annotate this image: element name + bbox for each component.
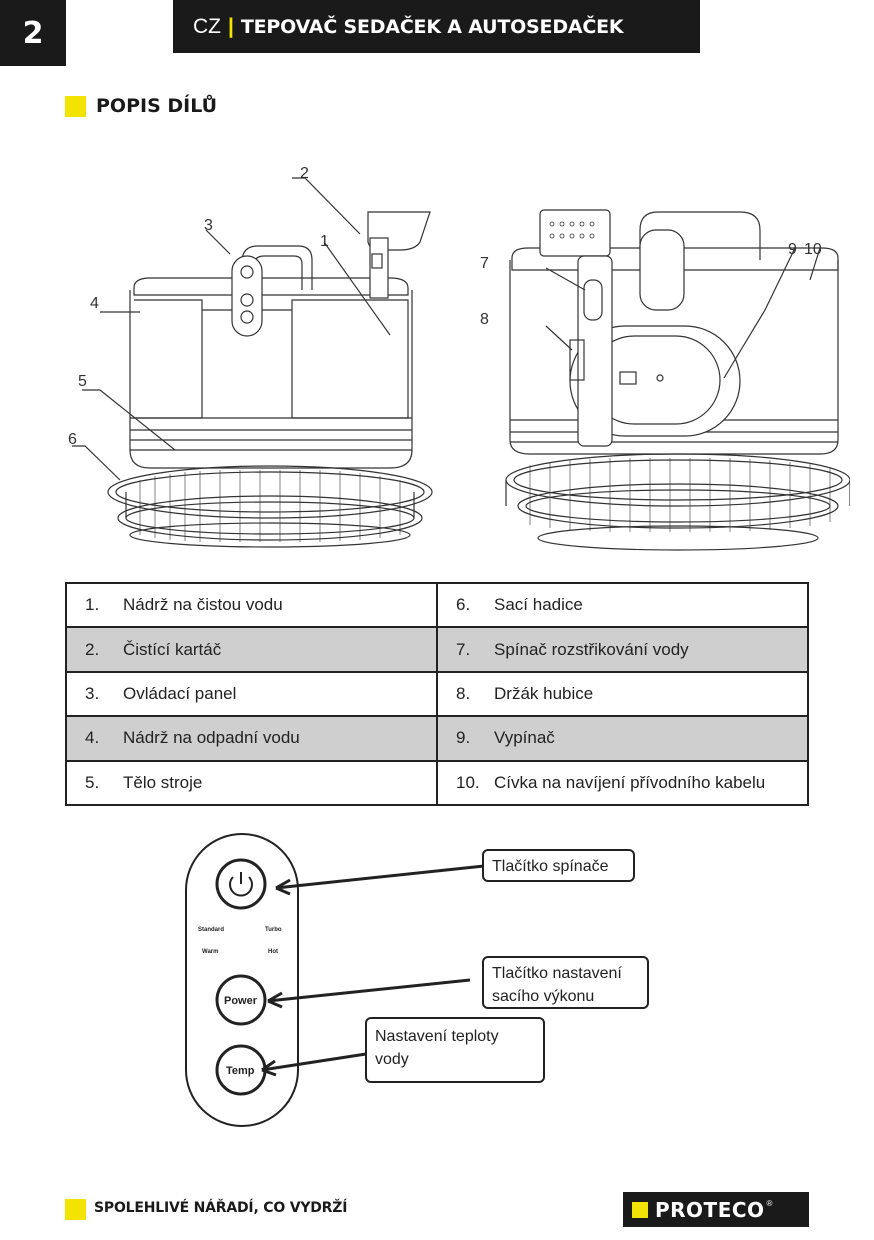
mode-label-warm: Warm — [202, 949, 218, 955]
callout-text: Nastavení teploty — [375, 1028, 499, 1045]
callout-text: sacího výkonu — [492, 988, 595, 1005]
table-cell: 7. Spínač rozstřikování vody — [436, 626, 809, 673]
callout-8: 8 — [480, 311, 489, 328]
table-row: 5. Tělo stroje 10. Cívka na navíjení přívo… — [65, 759, 809, 806]
part-number: 10. — [456, 772, 480, 792]
callout-5: 5 — [78, 373, 87, 390]
suction-power-button — [215, 974, 267, 1026]
machine-illustration: 2 1 3 4 5 6 7 8 9 10 — [60, 150, 850, 570]
parts-table: 1. Nádrž na čistou vodu 6. Sací hadice 2. Č… — [65, 581, 809, 806]
part-label: Držák hubice — [494, 683, 594, 703]
part-number: 7. — [456, 639, 471, 659]
part-label: Vypínač — [494, 728, 555, 748]
table-row: 1. Nádrž na čistou vodu 6. Sací hadice — [65, 581, 809, 629]
callout-6: 6 — [68, 431, 77, 448]
table-row: 4. Nádrž na odpadní vodu 9. Vypínač — [65, 715, 809, 762]
part-number: 9. — [456, 728, 471, 748]
callout-4: 4 — [90, 295, 99, 312]
table-cell: 9. Vypínač — [436, 715, 809, 762]
table-cell: 6. Sací hadice — [436, 581, 809, 629]
callout-3: 3 — [204, 217, 213, 234]
back-view — [505, 209, 850, 551]
table-row: 2. Čistící kartáč 7. Spínač rozstřikování … — [65, 626, 809, 673]
part-label: Spínač rozstřikování vody — [494, 639, 689, 659]
document-title: TEPOVAČ SEDAČEK A AUTOSEDAČEK — [240, 15, 624, 38]
table-cell: 4. Nádrž na odpadní vodu — [65, 715, 438, 762]
callout-text: vody — [375, 1051, 409, 1068]
part-label: Tělo stroje — [123, 772, 203, 792]
table-cell: 8. Držák hubice — [436, 670, 809, 718]
table-cell: 2. Čistící kartáč — [65, 626, 438, 673]
language-code: CZ — [193, 14, 221, 38]
header-separator: | — [228, 14, 234, 38]
control-panel-drawing: Standard Turbo Warm Hot Power Temp — [185, 833, 485, 1127]
part-label: Cívka na navíjení přívodního kabelu — [494, 772, 766, 792]
panel-outline — [185, 833, 299, 1127]
part-label: Nádrž na odpadní vodu — [123, 728, 300, 748]
table-cell: 5. Tělo stroje — [65, 759, 438, 806]
front-view — [72, 177, 433, 548]
table-row: 3. Ovládací panel 8. Držák hubice — [65, 670, 809, 718]
logo-text: PROTECO — [655, 1197, 765, 1222]
part-number: 6. — [456, 595, 471, 615]
footer-marker — [65, 1199, 86, 1220]
table-cell: 3. Ovládací panel — [65, 670, 438, 718]
part-number: 2. — [85, 639, 100, 659]
part-label: Čistící kartáč — [123, 639, 222, 659]
part-number: 8. — [456, 683, 471, 703]
header-bar: CZ | TEPOVAČ SEDAČEK A AUTOSEDAČEK — [173, 0, 700, 53]
callout-2: 2 — [300, 165, 309, 182]
mode-label-turbo: Turbo — [265, 927, 282, 933]
callout-water-temperature: Nastavení teploty vody — [365, 1017, 545, 1083]
part-number: 5. — [85, 772, 100, 792]
part-label: Sací hadice — [494, 595, 583, 615]
section-title: POPIS DÍLŮ — [96, 95, 218, 117]
mode-label-standard: Standard — [198, 927, 224, 933]
temp-button-label: Temp — [226, 1065, 255, 1077]
machine-drawing: 2 1 3 4 5 6 7 8 9 10 — [68, 165, 850, 551]
callout-power-switch: Tlačítko spínače — [482, 849, 635, 882]
callout-1: 1 — [320, 233, 329, 250]
mode-label-hot: Hot — [268, 949, 278, 955]
table-cell: 1. Nádrž na čistou vodu — [65, 581, 438, 629]
control-panel-diagram: Standard Turbo Warm Hot Power Temp — [180, 830, 660, 1130]
power-button-label: Power — [224, 995, 258, 1007]
callout-text: Tlačítko spínače — [492, 858, 609, 875]
part-number: 3. — [85, 683, 100, 703]
section-heading: POPIS DÍLŮ — [65, 95, 217, 117]
footer-slogan: SPOLEHLIVÉ NÁŘADÍ, CO VYDRŽÍ — [94, 1200, 348, 1216]
part-number: 4. — [85, 728, 100, 748]
page-number: 2 — [0, 0, 66, 66]
proteco-logo: PROTECO ® — [623, 1192, 809, 1227]
callout-10: 10 — [804, 241, 822, 258]
logo-registered-mark: ® — [766, 1199, 773, 1208]
callout-9: 9 — [788, 241, 797, 258]
table-cell: 10. Cívka na navíjení přívodního kabelu — [436, 759, 809, 806]
logo-square — [632, 1201, 648, 1218]
part-number: 1. — [85, 595, 100, 615]
callout-text: Tlačítko nastavení — [492, 965, 622, 982]
power-icon — [229, 876, 253, 897]
part-label: Ovládací panel — [123, 683, 237, 703]
callout-7: 7 — [480, 255, 489, 272]
part-label: Nádrž na čistou vodu — [123, 595, 283, 615]
section-marker — [65, 95, 86, 117]
callout-suction-power: Tlačítko nastavení sacího výkonu — [482, 956, 649, 1009]
